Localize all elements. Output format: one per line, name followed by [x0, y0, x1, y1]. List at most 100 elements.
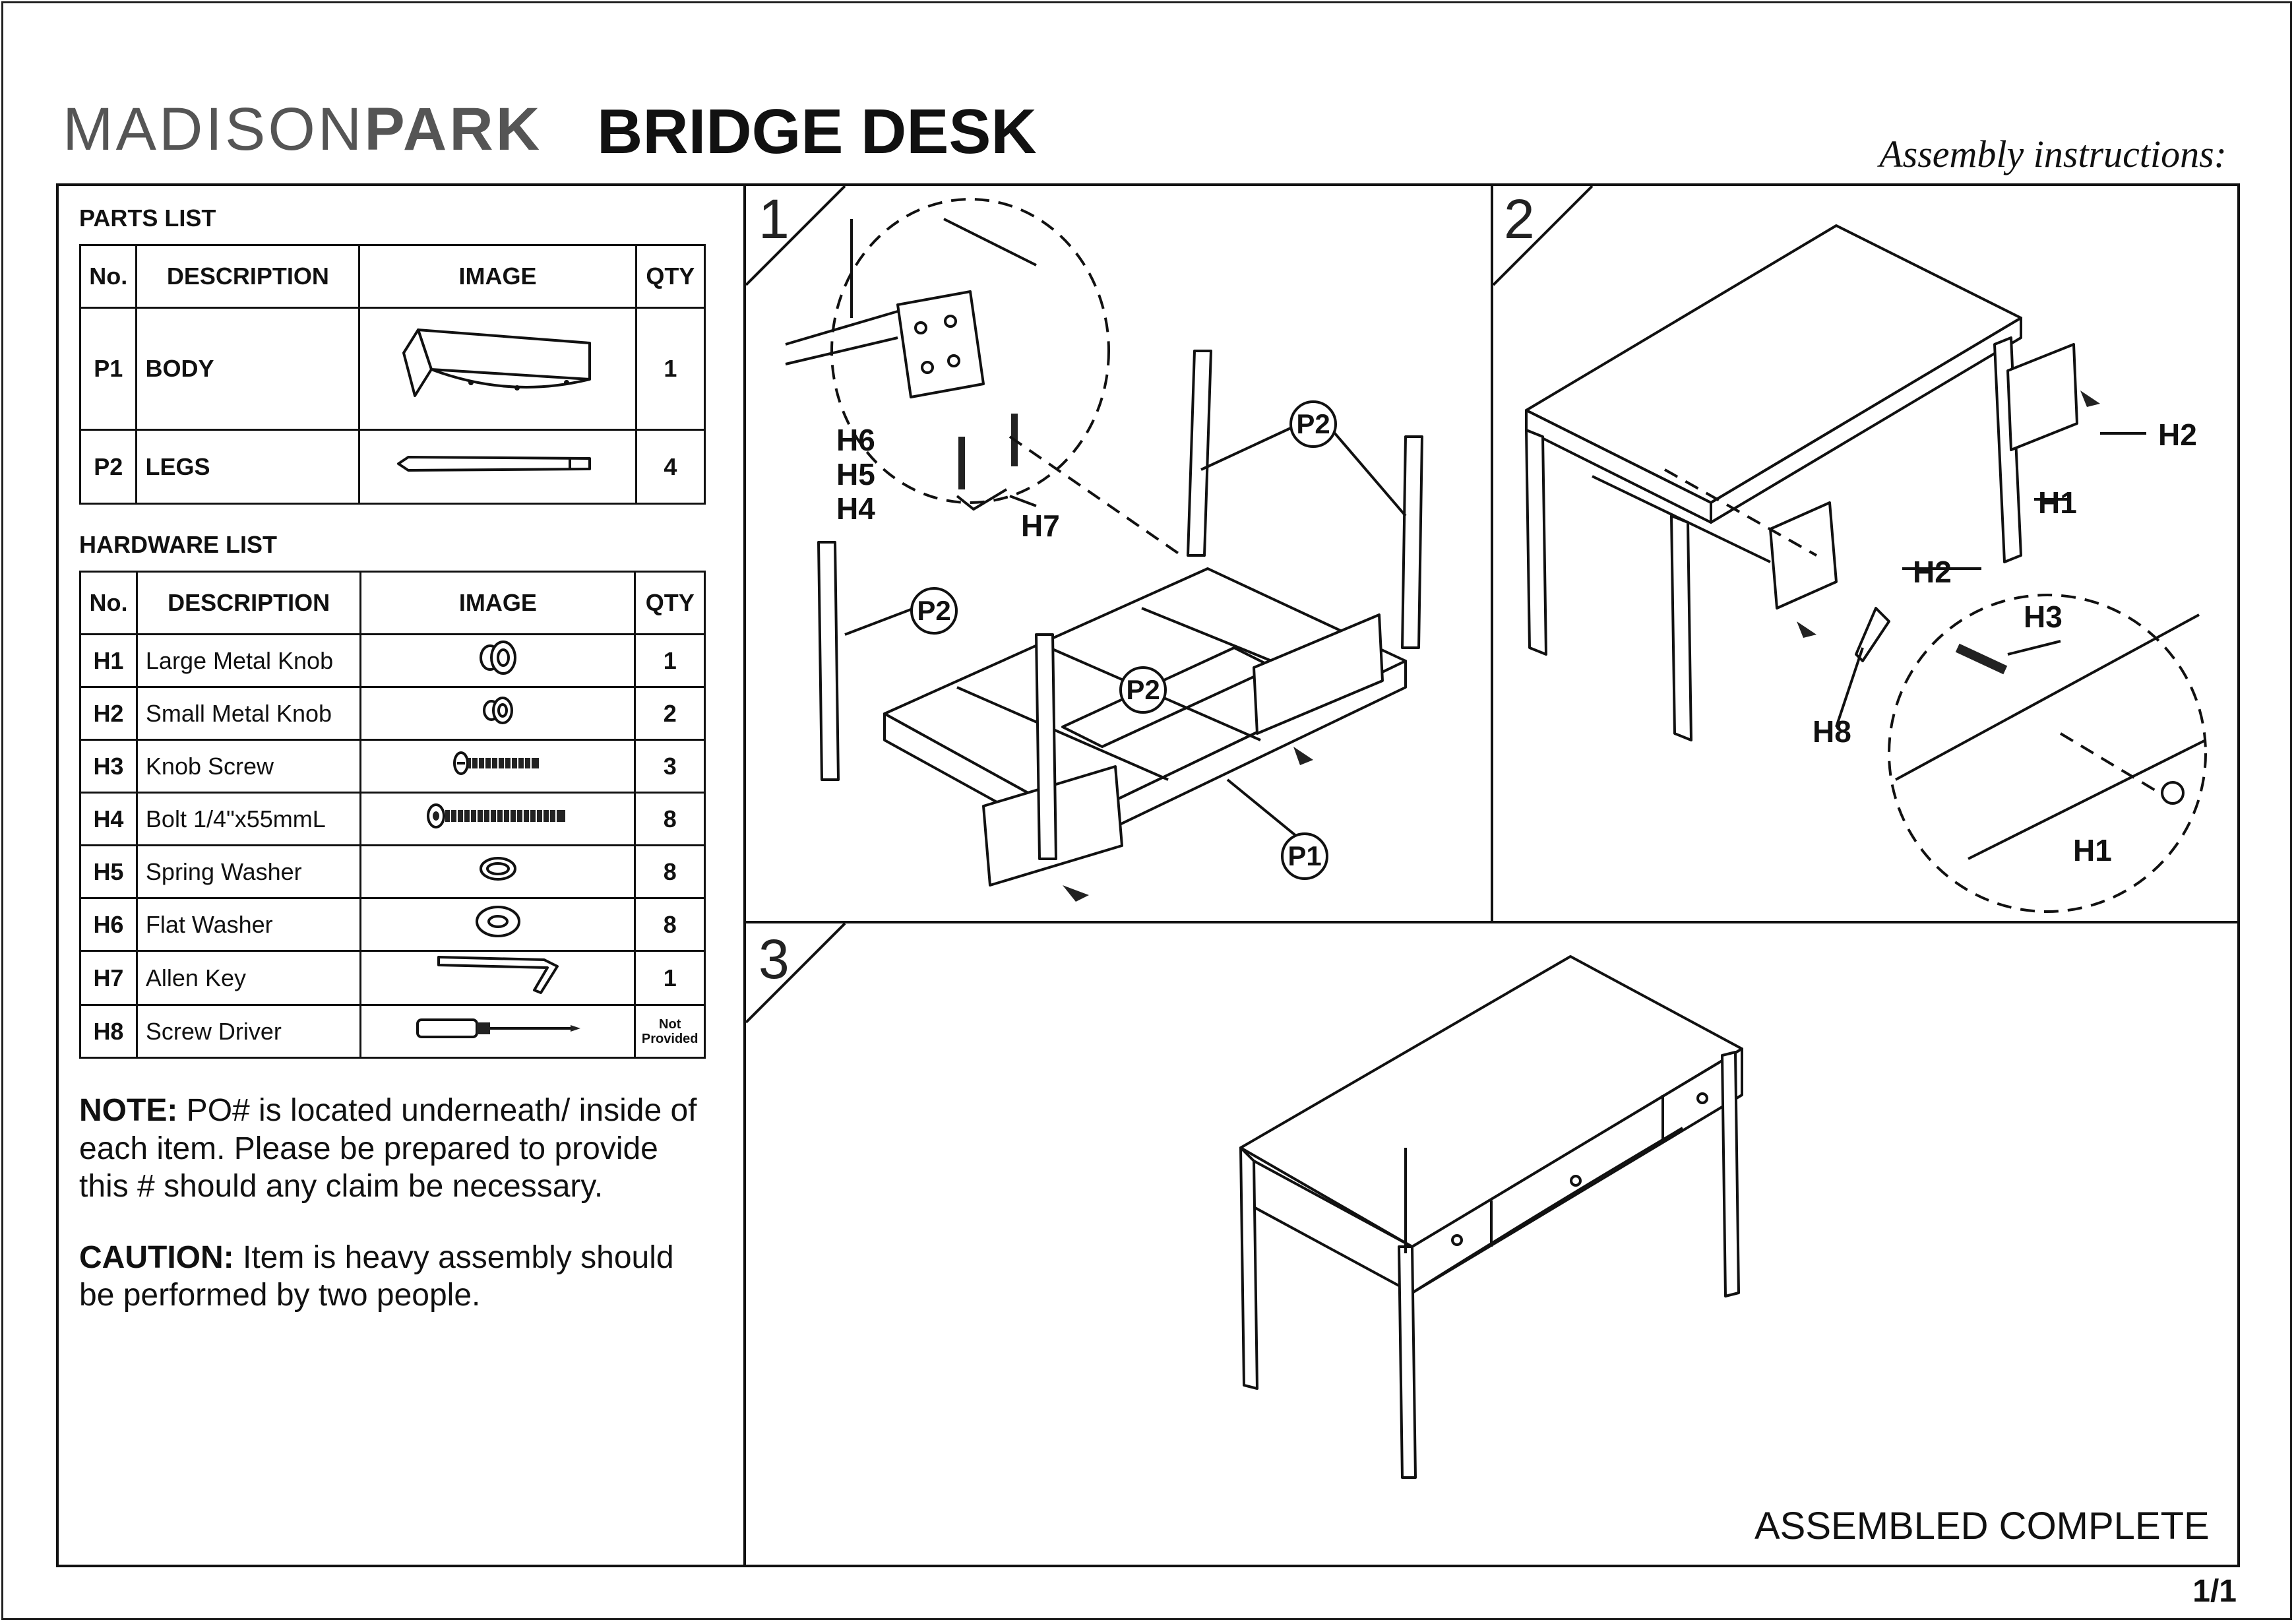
screwdriver-icon: [359, 1004, 636, 1059]
column-divider: [743, 183, 746, 1567]
table-row: H7 Allen Key 1: [79, 950, 706, 1006]
callout-h2-right: H2: [2158, 418, 2197, 452]
part-description: LEGS: [135, 429, 361, 505]
hardware-header-row: No. DESCRIPTION IMAGE QTY: [79, 571, 706, 635]
part-qty: 4: [635, 429, 706, 505]
parts-header-row: No. DESCRIPTION IMAGE QTY: [78, 244, 706, 309]
callout-p2-mid: P2: [1119, 666, 1167, 714]
caution-text: Item is heavy assembly should be perform…: [79, 1239, 674, 1313]
callout-h7: H7: [1021, 509, 1060, 543]
hardware-description: Large Metal Knob: [135, 633, 362, 688]
callout-p2-left: P2: [910, 587, 958, 635]
content-frame: [56, 183, 2240, 1567]
brand-light-text: MADISON: [63, 96, 365, 163]
callout-p1: P1: [1281, 832, 1328, 880]
hardware-qty: 3: [634, 739, 706, 794]
brand-logo: MADISONPARK: [63, 99, 542, 160]
hardware-description: Allen Key: [135, 950, 362, 1006]
knob-screw-icon: [359, 739, 636, 794]
part-qty: 1: [635, 307, 706, 431]
table-row: H4 Bolt 1/4"x55mmL 8: [79, 792, 706, 846]
callout-h5: H5: [836, 457, 875, 491]
hardware-description: Knob Screw: [135, 739, 362, 794]
callout-h3: H3: [2024, 600, 2063, 634]
row-divider: [743, 921, 2240, 923]
step-3-number: 3: [759, 928, 790, 990]
hardware-no: H8: [79, 1004, 138, 1059]
hardware-qty: 1: [634, 633, 706, 688]
table-row: H8 Screw Driver Not Provided: [79, 1004, 706, 1059]
col-qty: QTY: [635, 244, 706, 309]
large-knob-icon: [359, 633, 636, 688]
col-description: DESCRIPTION: [135, 571, 362, 635]
hardware-table: No. DESCRIPTION IMAGE QTY H1 Large Metal…: [79, 571, 706, 1059]
hardware-qty: 1: [634, 950, 706, 1006]
parts-table: No. DESCRIPTION IMAGE QTY P1 BODY 1 P2 L…: [78, 244, 706, 505]
callout-h1: H1: [2038, 485, 2077, 520]
desk-leg-icon: [358, 429, 637, 505]
page-number: 1/1: [2192, 1574, 2237, 1609]
hardware-qty: Not Provided: [634, 1004, 706, 1059]
flat-washer-icon: [359, 897, 636, 952]
col-image: IMAGE: [359, 571, 636, 635]
note-label: NOTE:: [79, 1093, 178, 1128]
callout-h4: H4: [836, 491, 875, 526]
table-row: H6 Flat Washer 8: [79, 897, 706, 952]
table-row: H3 Knob Screw 3: [79, 739, 706, 794]
table-row: H5 Spring Washer 8: [79, 844, 706, 899]
hardware-no: H7: [79, 950, 138, 1006]
hardware-no: H3: [79, 739, 138, 794]
hardware-no: H2: [79, 686, 138, 741]
small-knob-icon: [359, 686, 636, 741]
step-divider: [1491, 183, 1493, 922]
hardware-no: H4: [79, 792, 138, 846]
table-row: H2 Small Metal Knob 2: [79, 686, 706, 741]
document-subtitle: Assembly instructions:: [1879, 133, 2227, 175]
hardware-no: H6: [79, 897, 138, 952]
hardware-description: Spring Washer: [135, 844, 362, 899]
part-description: BODY: [135, 307, 361, 431]
step-1-diagram: [745, 185, 1423, 902]
callout-h1-detail: H1: [2073, 833, 2112, 867]
step-1-number: 1: [759, 188, 790, 250]
hardware-no: H1: [79, 633, 138, 688]
parts-list-label: PARTS LIST: [79, 204, 216, 232]
step-2-number: 2: [1504, 188, 1535, 250]
hardware-no: H5: [79, 844, 138, 899]
hardware-description: Flat Washer: [135, 897, 362, 952]
hardware-qty: 8: [634, 844, 706, 899]
hardware-qty: 8: [634, 792, 706, 846]
callout-p2-top: P2: [1289, 400, 1337, 448]
hardware-description: Bolt 1/4"x55mmL: [135, 792, 362, 846]
step-2-diagram: [1492, 185, 2207, 913]
note-text: PO# is located underneath/ inside of eac…: [79, 1093, 697, 1204]
desk-body-icon: [358, 307, 637, 431]
allen-key-icon: [359, 950, 636, 1006]
col-image: IMAGE: [358, 244, 637, 309]
bolt-icon: [359, 792, 636, 846]
note-block: NOTE: PO# is located underneath/ inside …: [79, 1092, 712, 1206]
hardware-list-label: HARDWARE LIST: [79, 531, 277, 558]
col-qty: QTY: [634, 571, 706, 635]
col-description: DESCRIPTION: [135, 244, 361, 309]
col-no: No.: [79, 571, 138, 635]
lists-column: PARTS LIST No. DESCRIPTION IMAGE QTY P1 …: [78, 204, 706, 1315]
assembled-caption: ASSEMBLED COMPLETE: [1754, 1505, 2210, 1547]
callout-h6: H6: [836, 423, 875, 457]
caution-block: CAUTION: Item is heavy assembly should b…: [79, 1239, 712, 1315]
brand-bold-text: PARK: [364, 96, 543, 163]
table-row: P2 LEGS 4: [78, 429, 706, 505]
part-no: P1: [78, 307, 138, 431]
hardware-description: Small Metal Knob: [135, 686, 362, 741]
document-title: BRIDGE DESK: [597, 96, 1037, 167]
table-row: P1 BODY 1: [78, 307, 706, 431]
part-no: P2: [78, 429, 138, 505]
step-3-diagram: [745, 922, 1743, 1479]
hardware-description: Screw Driver: [135, 1004, 362, 1059]
col-no: No.: [78, 244, 138, 309]
hardware-qty: 2: [634, 686, 706, 741]
hardware-qty: 8: [634, 897, 706, 952]
callout-h8: H8: [1813, 714, 1851, 749]
table-row: H1 Large Metal Knob 1: [79, 633, 706, 688]
